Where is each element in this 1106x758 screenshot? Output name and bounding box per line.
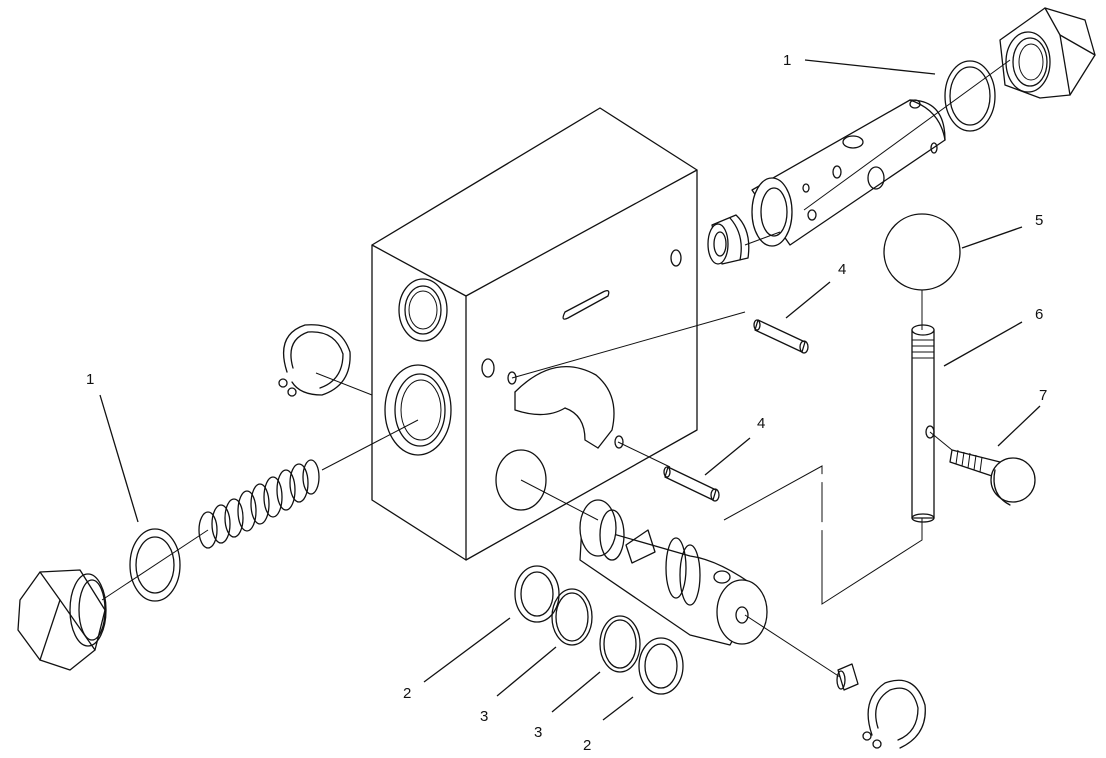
callout-3a: 3 <box>480 708 488 725</box>
callout-2b: 2 <box>583 737 591 754</box>
callout-4a: 4 <box>838 261 846 278</box>
screw <box>949 449 1036 506</box>
stem <box>911 324 935 523</box>
hex-plug-left <box>17 569 107 671</box>
ball <box>883 213 961 291</box>
spool <box>579 499 768 646</box>
o-ring-left <box>129 528 181 602</box>
snap-ring-left <box>278 324 351 397</box>
callout-6: 6 <box>1035 306 1043 323</box>
axis-lines <box>101 59 1011 678</box>
ring-2b <box>638 637 684 695</box>
sleeve-assembly <box>707 7 1096 265</box>
small-plug <box>836 663 859 691</box>
callout-1b: 1 <box>86 371 94 388</box>
callout-4b: 4 <box>757 415 765 432</box>
pin-upper <box>753 319 809 354</box>
snap-ring-right <box>862 679 926 749</box>
valve-block <box>371 107 698 561</box>
callout-3b: 3 <box>534 724 542 741</box>
callout-7: 7 <box>1039 387 1047 404</box>
spring <box>198 459 320 549</box>
callout-1a: 1 <box>783 52 791 69</box>
pin-lower <box>663 466 720 502</box>
ring-2a <box>514 565 560 623</box>
callout-5: 5 <box>1035 212 1043 229</box>
callouts: 1 1 2 2 3 3 4 4 5 6 7 <box>86 52 1047 754</box>
ring-3a <box>551 588 593 646</box>
callout-2a: 2 <box>403 685 411 702</box>
ring-3b <box>599 615 641 673</box>
